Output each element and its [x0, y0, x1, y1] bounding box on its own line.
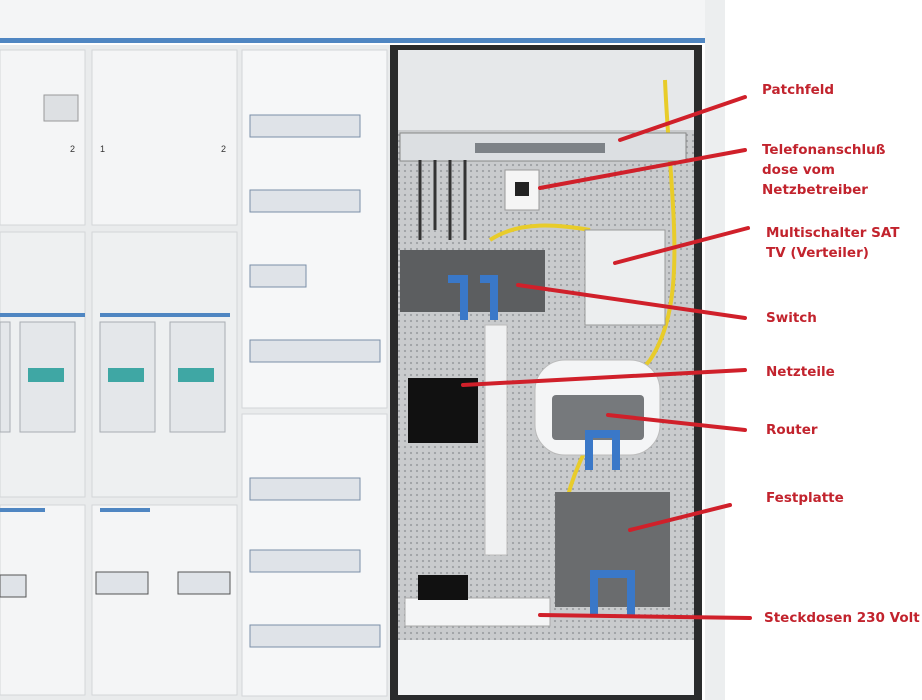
annotation-lines [461, 95, 752, 620]
line-router [606, 413, 747, 432]
line-patchfeld [618, 95, 747, 142]
label-netzteile: Netzteile [766, 364, 835, 380]
line-netzteile [461, 368, 747, 387]
label-telefon: Telefonanschluß dose vom Netzbetreiber [762, 142, 886, 198]
meter-number: 1 [100, 144, 106, 154]
line-multischalter [613, 226, 750, 265]
line-festplatte [628, 503, 732, 532]
line-telefon [538, 148, 747, 190]
label-steckdosen: Steckdosen 230 Volt [764, 610, 920, 626]
label-router: Router [766, 422, 818, 438]
line-switch [516, 283, 747, 320]
label-multischalter: Multischalter SAT TV (Verteiler) [766, 225, 900, 261]
network-switch [400, 250, 545, 312]
hard-drive [555, 492, 670, 607]
label-patchfeld: Patchfeld [762, 82, 835, 98]
multiswitch [584, 229, 666, 326]
line-steckdosen [538, 613, 752, 620]
meter-number: 2 [221, 144, 227, 154]
cabinet-top [0, 0, 705, 40]
label-switch: Switch [766, 310, 817, 326]
label-festplatte: Festplatte [766, 490, 844, 506]
multimedia-section [390, 45, 702, 700]
power-supplies [408, 378, 478, 443]
meter-section [0, 45, 390, 700]
socket-strip [404, 597, 551, 627]
meter-number: 2 [70, 144, 76, 154]
cabinet-blue-strip [0, 38, 708, 43]
